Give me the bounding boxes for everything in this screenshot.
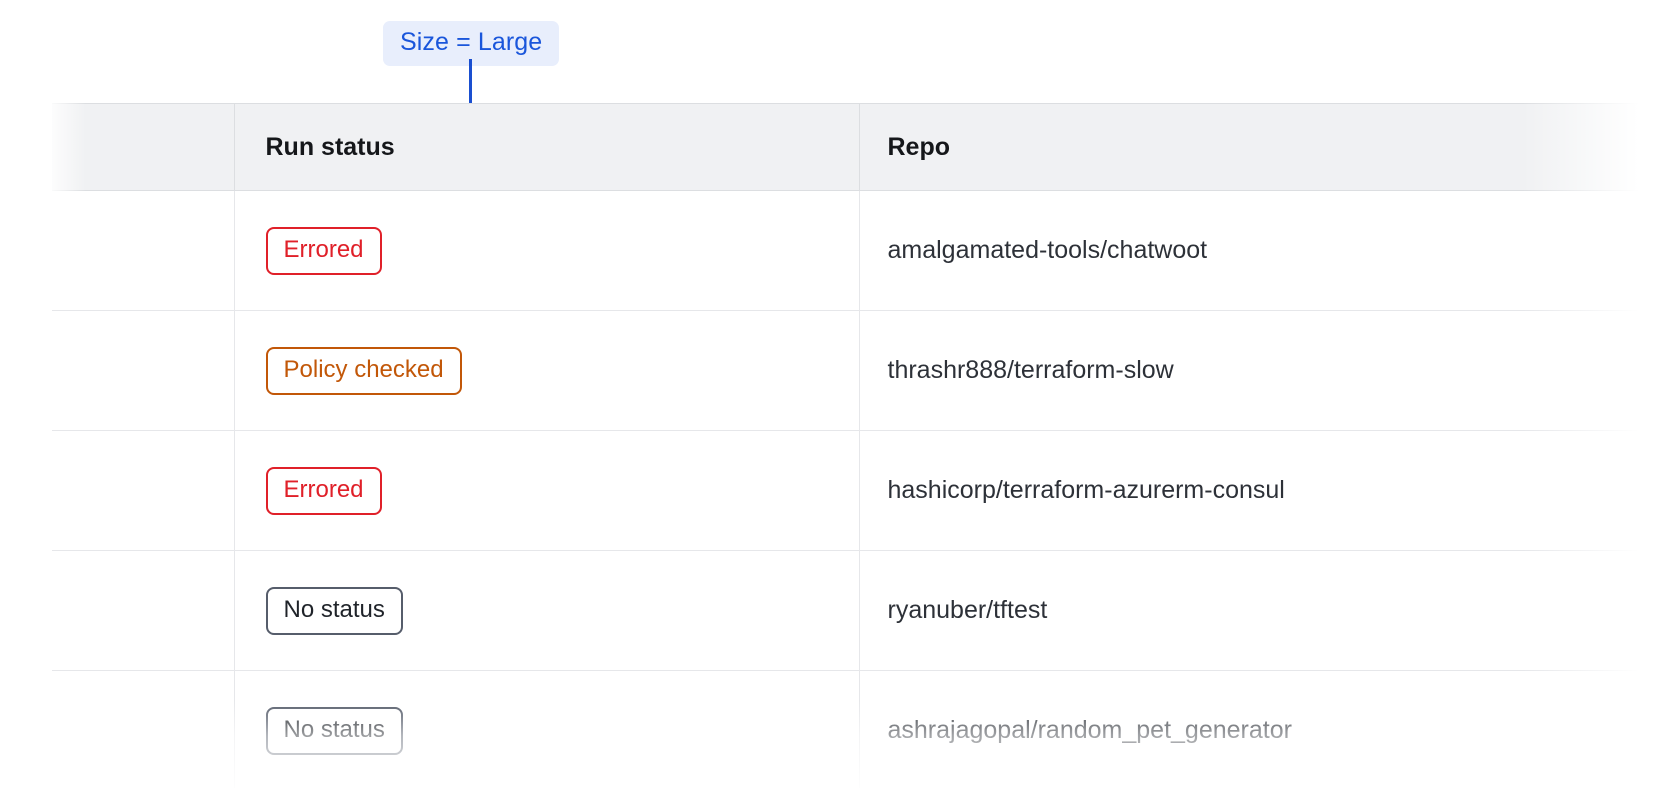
repo-cell[interactable]: ashrajagopal/random_pet_generator	[859, 670, 1672, 788]
row-select-cell[interactable]	[52, 550, 235, 671]
run-status-cell: Policy checked	[234, 310, 860, 431]
row-select-cell[interactable]	[52, 430, 235, 551]
table-row[interactable]: No status ashrajagopal/random_pet_genera…	[52, 670, 1672, 788]
column-header-select	[52, 103, 235, 191]
repo-cell[interactable]: ryanuber/tftest	[859, 550, 1672, 671]
row-select-cell[interactable]	[52, 670, 235, 788]
annotation-label-size-large: Size = Large	[383, 21, 560, 66]
row-select-cell[interactable]	[52, 190, 235, 311]
table-header-row: Run status Repo	[52, 103, 1672, 191]
row-select-cell[interactable]	[52, 310, 235, 431]
run-status-cell: Errored	[234, 190, 860, 311]
column-header-repo[interactable]: Repo	[859, 103, 1672, 191]
repo-cell[interactable]: hashicorp/terraform-azurerm-consul	[859, 430, 1672, 551]
runs-table: Run status Repo Errored amalgamated-tool…	[52, 103, 1672, 788]
repo-cell[interactable]: amalgamated-tools/chatwoot	[859, 190, 1672, 311]
repo-cell[interactable]: thrashr888/terraform-slow	[859, 310, 1672, 431]
status-badge[interactable]: No status	[265, 586, 403, 635]
status-badge[interactable]: Errored	[265, 226, 382, 275]
table-row[interactable]: Errored hashicorp/terraform-azurerm-cons…	[52, 430, 1672, 551]
table-row[interactable]: Policy checked thrashr888/terraform-slow	[52, 310, 1672, 431]
runs-table-container[interactable]: Run status Repo Errored amalgamated-tool…	[52, 103, 1672, 788]
run-status-cell: Errored	[234, 430, 860, 551]
column-header-run-status[interactable]: Run status	[234, 103, 860, 191]
status-badge[interactable]: Policy checked	[265, 346, 462, 395]
run-status-cell: No status	[234, 670, 860, 788]
table-header: Run status Repo	[52, 103, 1672, 191]
table-row[interactable]: No status ryanuber/tftest	[52, 550, 1672, 671]
status-badge[interactable]: Errored	[265, 466, 382, 515]
table-row[interactable]: Errored amalgamated-tools/chatwoot	[52, 190, 1672, 311]
run-status-cell: No status	[234, 550, 860, 671]
status-badge[interactable]: No status	[265, 706, 403, 755]
table-body: Errored amalgamated-tools/chatwoot Polic…	[52, 190, 1672, 788]
